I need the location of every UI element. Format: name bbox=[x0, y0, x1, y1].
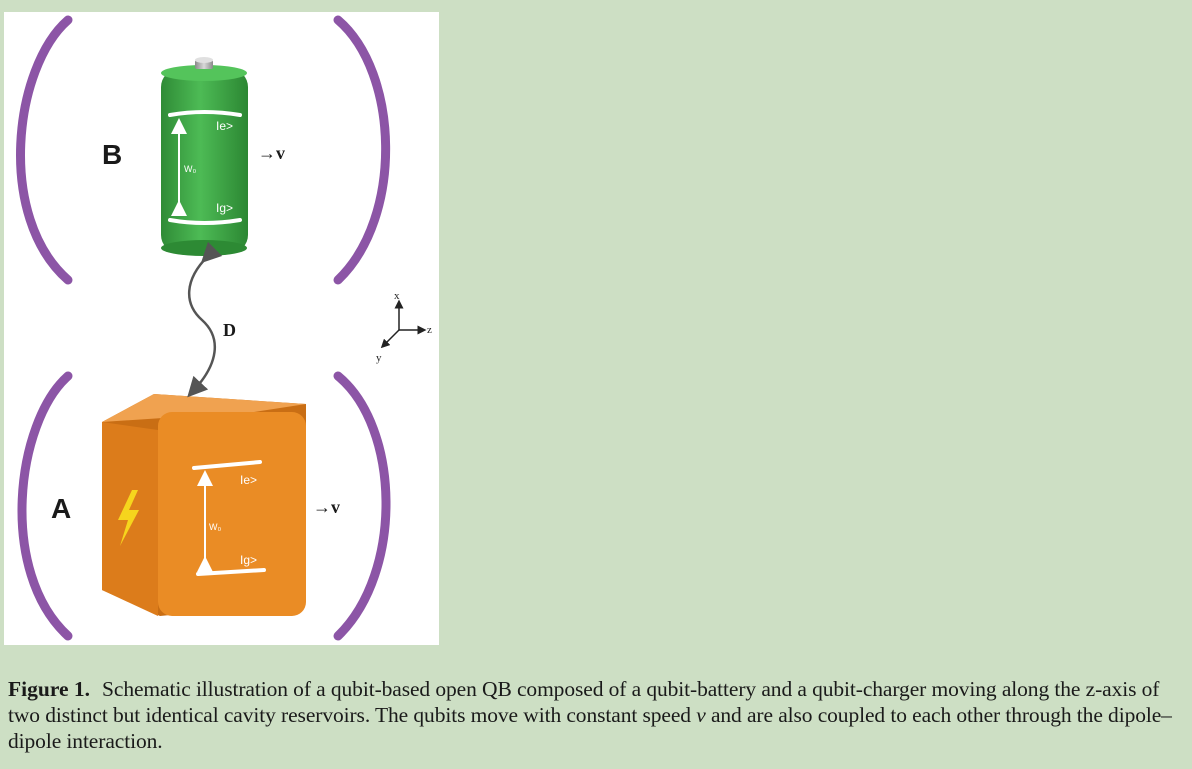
axes-icon bbox=[380, 299, 427, 349]
qubit-charger-a bbox=[102, 394, 306, 616]
charger-ground-state: Ig> bbox=[240, 553, 257, 567]
lightning-icon bbox=[118, 490, 139, 546]
figure-panel: B A →v →v Ie> Ig> W₀ Ie> Ig> W₀ D x z y bbox=[4, 12, 439, 645]
charger-frequency: W₀ bbox=[209, 522, 221, 532]
figure-illustration: B A →v →v Ie> Ig> W₀ Ie> Ig> W₀ D x z y bbox=[16, 15, 432, 641]
charger-excited-state: Ie> bbox=[240, 473, 257, 487]
cavity-b-right-mirror bbox=[333, 15, 391, 285]
battery-frequency: W₀ bbox=[184, 164, 196, 174]
cavity-b-left-mirror bbox=[16, 15, 73, 285]
axis-y-label: y bbox=[376, 352, 382, 364]
velocity-b-label: →v bbox=[258, 143, 285, 163]
caption-body-end: and are also coupled to each other throu… bbox=[8, 703, 1172, 753]
caption-body-start: Schematic illustration of a qubit-based … bbox=[8, 677, 1160, 727]
figure-caption: Figure 1.Schematic illustration of a qub… bbox=[8, 676, 1188, 754]
axis-z-label: z bbox=[427, 324, 432, 336]
battery-ground-state: Ig> bbox=[216, 201, 233, 215]
caption-label: Figure 1. bbox=[8, 677, 91, 701]
cavity-a-left-mirror bbox=[17, 371, 73, 641]
dipole-interaction-arrow bbox=[187, 241, 223, 398]
battery-excited-state: Ie> bbox=[216, 119, 233, 133]
axis-x-label: x bbox=[394, 290, 400, 302]
system-a-label: A bbox=[51, 493, 71, 524]
qubit-battery-b bbox=[161, 57, 248, 256]
velocity-a-label: →v bbox=[313, 497, 340, 517]
system-b-label: B bbox=[102, 139, 122, 170]
interaction-label: D bbox=[223, 320, 236, 340]
caption-text: Schematic illustration of a qubit-based … bbox=[8, 677, 1172, 753]
caption-speed-symbol: v bbox=[696, 703, 706, 727]
cavity-a-right-mirror bbox=[333, 371, 391, 641]
